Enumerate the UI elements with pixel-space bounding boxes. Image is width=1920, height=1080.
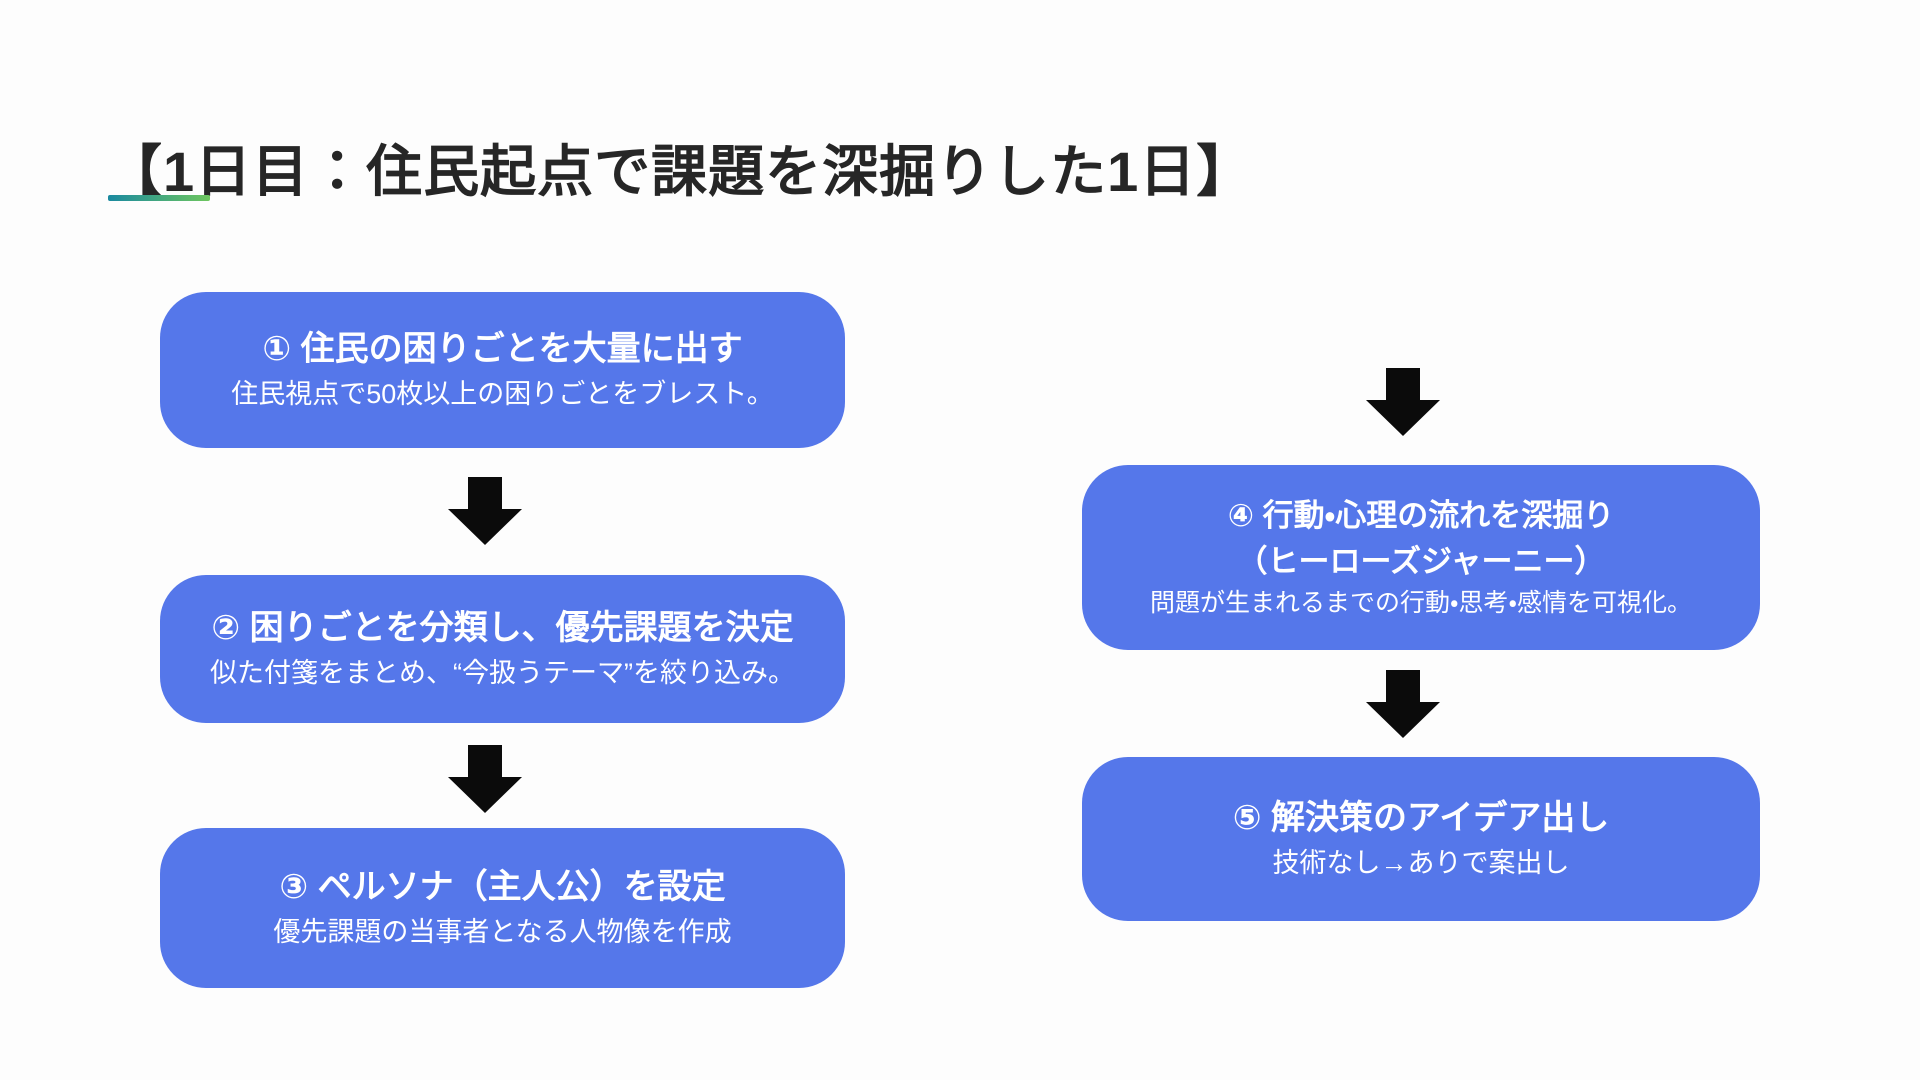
down-arrow-4 <box>1366 670 1440 738</box>
flow-step-4: ④ 行動・心理の流れを深掘り （ヒーローズジャーニー） 問題が生まれるまでの行動… <box>1082 465 1760 650</box>
step-4-title-line2: （ヒーローズジャーニー） <box>1236 544 1606 580</box>
down-arrow-1 <box>448 477 522 545</box>
step-2-subtitle: 似た付箋をまとめ、“今扱うテーマ”を絞り込み。 <box>210 658 795 689</box>
down-arrow-head <box>1366 702 1440 738</box>
down-arrow-stem <box>468 745 502 777</box>
step-5-subtitle: 技術なし→ありで案出し <box>1272 848 1570 879</box>
step-4-title: ④ 行動・心理の流れを深掘り <box>1227 498 1615 534</box>
down-arrow-3 <box>1366 368 1440 436</box>
step-3-subtitle: 優先課題の当事者となる人物像を作成 <box>273 917 732 948</box>
down-arrow-stem <box>468 477 502 509</box>
step-1-title: ① 住民の困りごとを大量に出す <box>262 329 743 368</box>
flow-step-1: ① 住民の困りごとを大量に出す 住民視点で50枚以上の困りごとをブレスト。 <box>160 292 845 448</box>
step-5-title: ⑤ 解決策のアイデア出し <box>1232 798 1610 837</box>
step-1-subtitle: 住民視点で50枚以上の困りごとをブレスト。 <box>231 379 774 410</box>
title-underline <box>108 195 210 201</box>
down-arrow-stem <box>1386 368 1420 400</box>
page-title: 【1日目：住民起点で課題を深掘りした1日】 <box>106 139 1254 203</box>
flow-step-2: ② 困りごとを分類し、優先課題を決定 似た付箋をまとめ、“今扱うテーマ”を絞り込… <box>160 575 845 723</box>
down-arrow-head <box>448 777 522 813</box>
flow-step-5: ⑤ 解決策のアイデア出し 技術なし→ありで案出し <box>1082 757 1760 921</box>
down-arrow-2 <box>448 745 522 813</box>
down-arrow-head <box>448 509 522 545</box>
step-2-title: ② 困りごとを分類し、優先課題を決定 <box>211 608 794 647</box>
down-arrow-head <box>1366 400 1440 436</box>
down-arrow-stem <box>1386 670 1420 702</box>
step-3-title: ③ ペルソナ（主人公）を設定 <box>279 867 726 906</box>
flow-step-3: ③ ペルソナ（主人公）を設定 優先課題の当事者となる人物像を作成 <box>160 828 845 988</box>
step-4-subtitle: 問題が生まれるまでの行動・思考・感情を可視化。 <box>1149 589 1692 618</box>
